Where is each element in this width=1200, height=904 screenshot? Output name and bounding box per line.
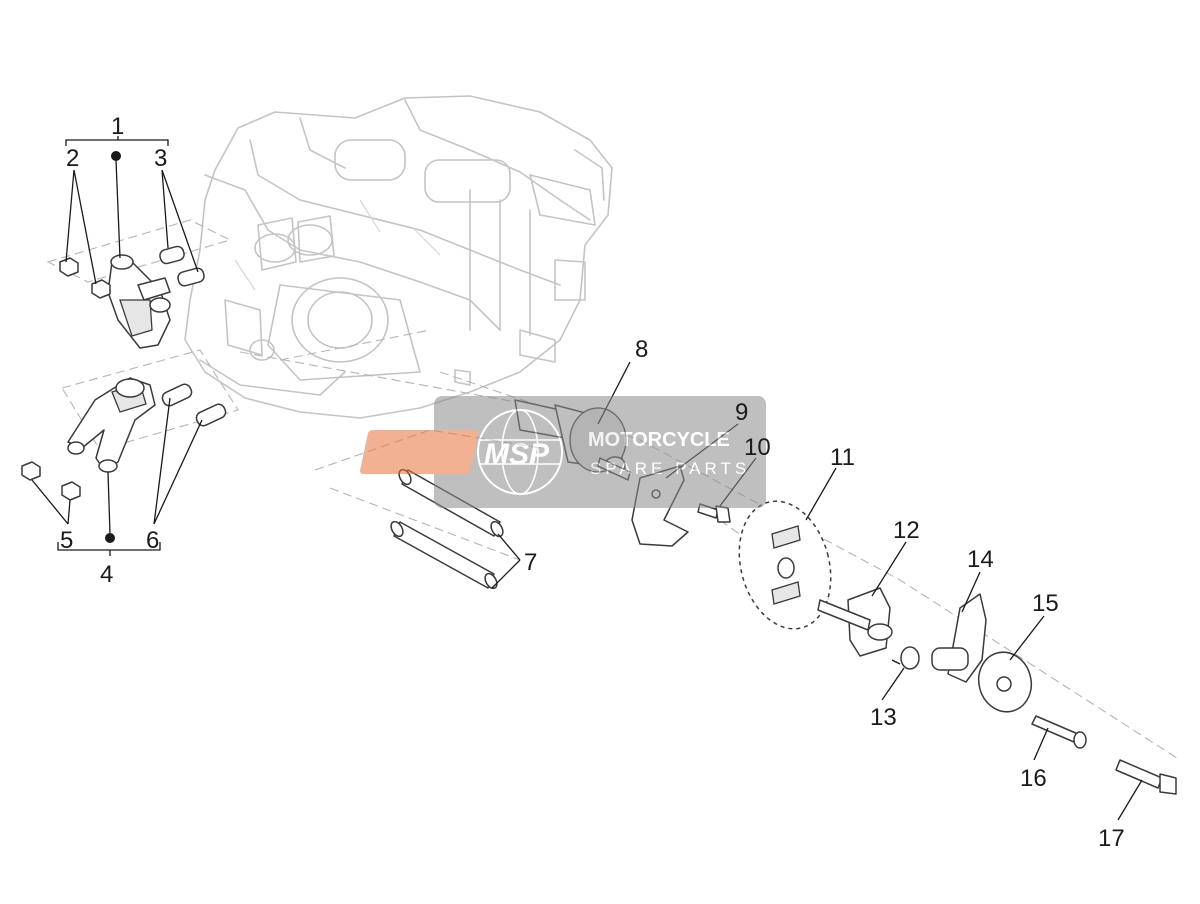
watermark-logo-box — [360, 430, 478, 474]
callout-13: 13 — [870, 704, 897, 731]
decompressor-weight — [817, 587, 893, 657]
screw-16 — [1031, 715, 1087, 749]
callout-15: 15 — [1032, 590, 1059, 617]
watermark-line2: SPARE PARTS — [590, 459, 750, 478]
callout-16: 16 — [1020, 765, 1047, 792]
rocker-arm-upper — [107, 254, 171, 349]
watermark-logo-text: MSP — [484, 438, 550, 471]
nuts-lower — [21, 461, 81, 501]
callout-8: 8 — [635, 336, 648, 363]
watermark-panel — [434, 396, 766, 508]
callout-5: 5 — [60, 527, 73, 554]
cam-sprocket — [738, 500, 832, 630]
callout-3: 3 — [154, 145, 167, 172]
decompressor-pin — [931, 593, 987, 683]
adjuster-screws-upper — [159, 245, 205, 287]
watermark: MSP MOTORCYCLE SPARE PARTS — [360, 396, 766, 508]
callout-6: 6 — [146, 527, 159, 554]
watermark-line1: MOTORCYCLE — [588, 429, 730, 451]
callout-12: 12 — [893, 517, 920, 544]
spring-13 — [891, 646, 920, 670]
callout-4: 4 — [100, 561, 113, 588]
cylinder-head-outline — [184, 95, 613, 419]
callout-2: 2 — [66, 145, 79, 172]
rocker-arm-lower — [67, 377, 156, 473]
bolt-17 — [1115, 759, 1177, 795]
callout-labels: 1 2 3 4 5 6 7 8 9 10 11 12 13 14 15 16 1… — [60, 113, 1125, 852]
adjuster-screws-lower — [161, 383, 227, 427]
callout-10: 10 — [744, 434, 771, 461]
callout-1: 1 — [111, 113, 124, 140]
callout-9: 9 — [735, 399, 748, 426]
washer-15 — [977, 651, 1033, 713]
callout-7: 7 — [524, 549, 537, 576]
callout-17: 17 — [1098, 825, 1125, 852]
callout-14: 14 — [967, 546, 994, 573]
nuts-upper — [59, 257, 111, 299]
callout-11: 11 — [830, 444, 855, 471]
